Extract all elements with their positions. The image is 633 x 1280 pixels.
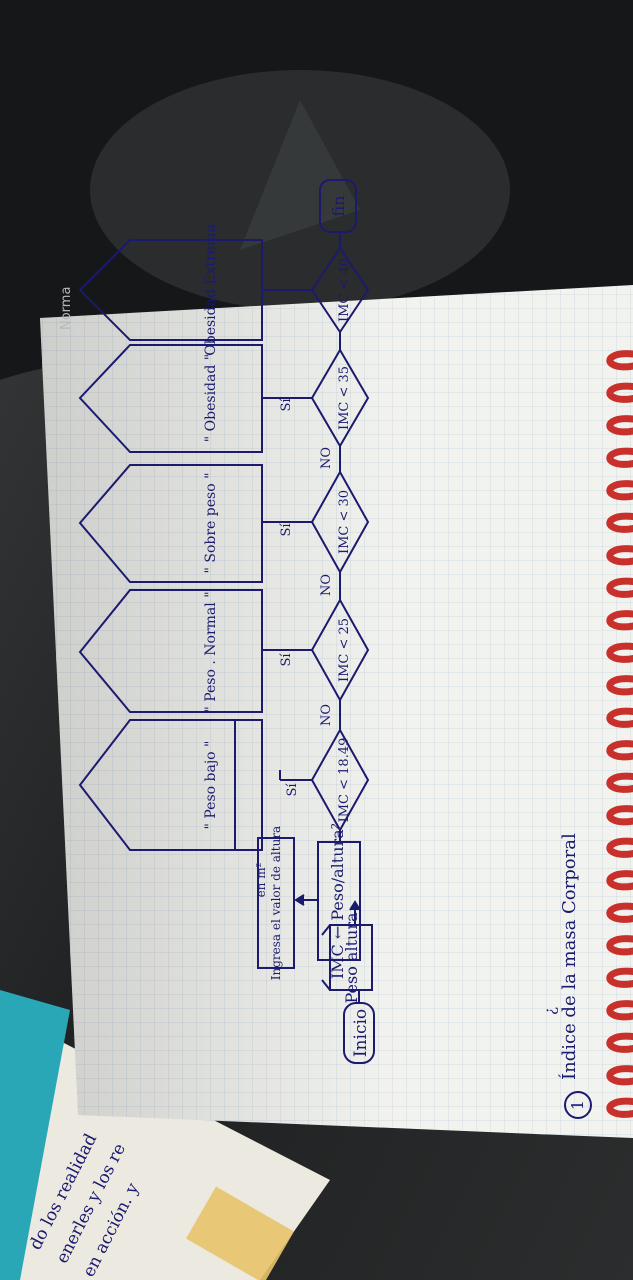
process-note: Ingresa el valor de altura (269, 826, 283, 980)
spiral-ring (606, 870, 633, 891)
spiral-ring (606, 967, 633, 988)
output-display: Obesidad Extrema (203, 224, 219, 355)
spiral-ring (606, 350, 633, 371)
spiral-binding (606, 350, 633, 1118)
notebook-page: Norma (40, 285, 633, 1138)
spiral-ring (606, 1032, 633, 1053)
spiral-ring (606, 902, 633, 923)
spiral-ring (606, 1065, 633, 1086)
decision-diamond: IMC < 30 (337, 490, 352, 554)
flowchart: 1 Índice de la masa Corporal ¿ Inicio Pe… (78, 179, 592, 1119)
spiral-ring (606, 805, 633, 826)
yes-label: Sí (285, 783, 300, 797)
flowchart-title: Índice de la masa Corporal (557, 833, 580, 1080)
spiral-ring (606, 740, 633, 761)
spiral-ring (606, 1000, 633, 1021)
spiral-ring (606, 577, 633, 598)
spiral-ring (606, 707, 633, 728)
output-display: " Peso . Normal " (203, 591, 219, 712)
spiral-ring (606, 480, 633, 501)
spiral-ring (606, 545, 633, 566)
decision-diamond: IMC < 40 (337, 258, 352, 322)
spiral-ring (606, 610, 633, 631)
start-terminal: Inicio (351, 1009, 371, 1057)
yes-label: Sí (279, 398, 294, 412)
decision-diamond: IMC < 35 (337, 366, 352, 430)
end-terminal: fin (329, 196, 348, 217)
process-note: en m² (254, 862, 268, 897)
decision-diamond: IMC < 18.49 (337, 738, 352, 823)
spiral-ring (606, 447, 633, 468)
spiral-ring (606, 415, 633, 436)
spiral-ring (606, 1097, 633, 1118)
flowchart-title-mark: ¿ (541, 1007, 559, 1015)
spiral-ring (606, 512, 633, 533)
output-display: " Obesidad " (203, 354, 219, 442)
no-label: NO (319, 704, 334, 726)
process-box: IMC ← Peso/altura² (328, 823, 347, 979)
spiral-ring (606, 642, 633, 663)
spiral-ring (606, 675, 633, 696)
output-display: " Sobre peso " (203, 472, 219, 573)
brand-label: Norma (59, 287, 74, 330)
spiral-ring (606, 772, 633, 793)
yes-label: Sí (279, 523, 294, 537)
step-number: 1 (568, 1100, 587, 1110)
spiral-ring (606, 382, 633, 403)
spiral-ring (606, 935, 633, 956)
input-box: Peso altura (342, 912, 361, 1003)
no-label: NO (319, 574, 334, 596)
yes-label: Sí (279, 653, 294, 667)
no-label: NO (319, 447, 334, 469)
spiral-ring (606, 837, 633, 858)
decision-diamond: IMC < 25 (337, 618, 352, 682)
output-display: " Peso bajo " (203, 741, 219, 830)
